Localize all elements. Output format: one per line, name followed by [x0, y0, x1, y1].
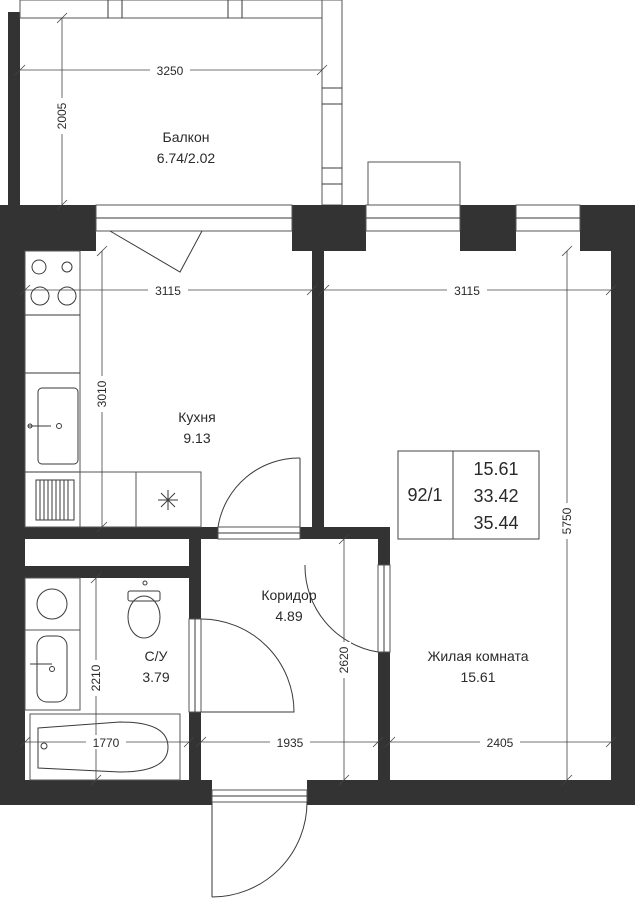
bathroom-counter: [24, 629, 81, 711]
outer-walls: [0, 205, 635, 805]
summary-value-2: 33.42: [473, 486, 518, 506]
living-door-swing: [304, 564, 379, 653]
dimension-labels: 3250 2005 3115 3010 3115 5750 2210 1770 …: [55, 63, 574, 750]
apartment-code: 92/1: [407, 485, 442, 505]
room-labels: Балкон 6.74/2.02 Кухня 9.13 Коридор 4.89…: [142, 129, 528, 685]
balcony-glazing-top: [19, 0, 343, 19]
washing-machine: [24, 577, 81, 631]
stove-icon: [30, 259, 77, 306]
bathroom-area: 3.79: [142, 669, 169, 685]
balcony-door-leaf: [109, 230, 203, 273]
dim-balcony-width: 3250: [157, 64, 184, 78]
interior-walls: [25, 251, 390, 792]
balcony-glazing-right: [321, 0, 343, 206]
corridor-living-wall: [378, 652, 390, 792]
balcony-name: Балкон: [163, 129, 210, 145]
dim-living-lower-width: 2405: [487, 736, 514, 750]
dim-balcony-depth: 2005: [55, 102, 69, 129]
washing-machine-icon: [36, 588, 68, 620]
balcony-left-wall: [8, 12, 20, 205]
kitchen-living-wall: [312, 251, 324, 527]
kitchen-name: Кухня: [178, 409, 215, 425]
bath-door-swing: [200, 618, 295, 713]
exterior-unit: [367, 161, 461, 207]
dim-corridor-depth: 2620: [337, 646, 351, 673]
dim-kitchen-depth: 3010: [95, 380, 109, 407]
dim-bath-depth: 2210: [89, 664, 103, 691]
kitchen-area: 9.13: [183, 430, 210, 446]
toilet-icon: [127, 580, 161, 639]
area-summary-box: 92/1 15.61 33.42 35.44: [397, 450, 540, 540]
kitchen-fixtures: [24, 250, 202, 528]
summary-value-3: 35.44: [473, 513, 518, 533]
summary-value-1: 15.61: [473, 459, 518, 479]
kitchen-sink-icon: [27, 387, 79, 465]
balcony: [8, 0, 461, 207]
bathroom-name: С/У: [145, 648, 168, 664]
entrance-door-swing: [211, 801, 308, 898]
boiler-icon: [158, 490, 178, 510]
corridor-area: 4.89: [275, 608, 302, 624]
windows: [95, 204, 581, 273]
bathroom-sink-icon: [30, 635, 68, 703]
dim-kitchen-width: 3115: [155, 284, 181, 298]
dim-living-depth: 5750: [560, 507, 574, 534]
kitchen-door-swing: [217, 457, 301, 528]
corridor-name: Коридор: [261, 587, 317, 603]
dim-bath-width: 1770: [93, 736, 120, 750]
bath-corridor-wall: [189, 539, 201, 619]
balcony-area: 6.74/2.02: [157, 150, 216, 166]
dim-living-width: 3115: [454, 284, 480, 298]
doors: [188, 457, 391, 898]
living-name: Жилая комната: [427, 648, 528, 664]
kitchen-cabinet: [79, 471, 137, 528]
dim-corridor-width: 1935: [277, 736, 304, 750]
radiator-icon: [35, 479, 75, 521]
living-area: 15.61: [460, 669, 495, 685]
